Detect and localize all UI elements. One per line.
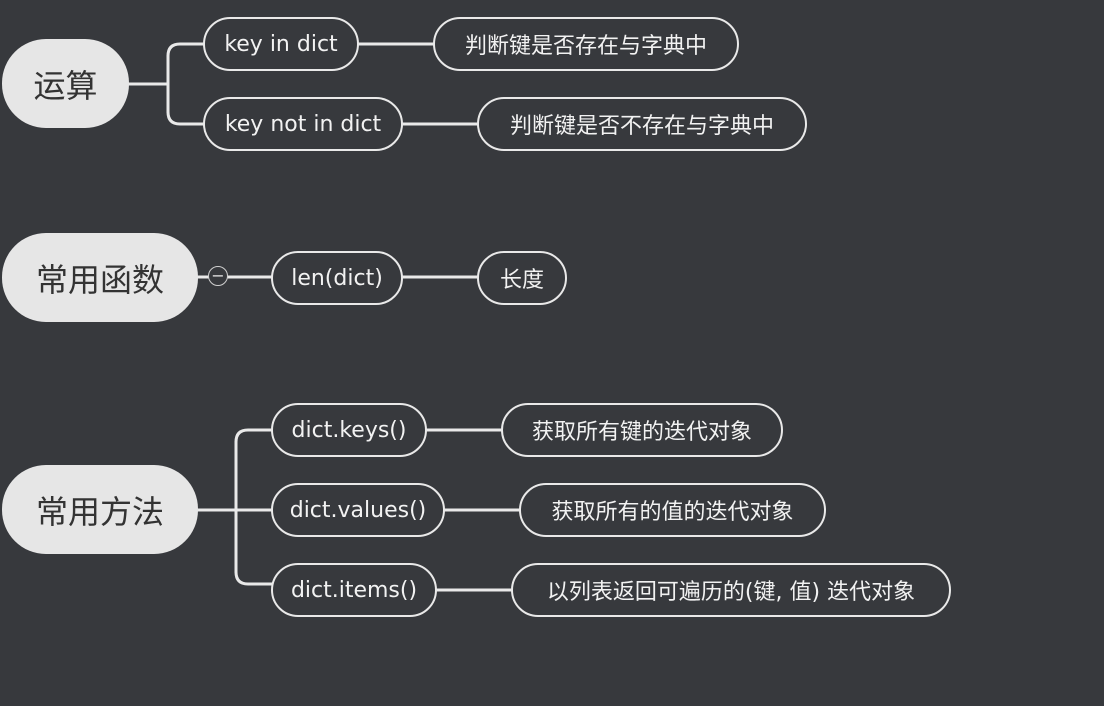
topic-common-functions[interactable]: 常用函数 xyxy=(2,233,198,322)
desc-dict-keys[interactable]: 获取所有键的迭代对象 xyxy=(501,403,783,457)
node-key-in-dict[interactable]: key in dict xyxy=(203,17,359,71)
desc-dict-items[interactable]: 以列表返回可遍历的(键, 值) 迭代对象 xyxy=(511,563,951,617)
desc-len-dict[interactable]: 长度 xyxy=(477,251,567,305)
desc-key-in-dict[interactable]: 判断键是否存在与字典中 xyxy=(433,17,739,71)
node-dict-items[interactable]: dict.items() xyxy=(271,563,437,617)
topic-common-methods[interactable]: 常用方法 xyxy=(2,465,198,554)
node-key-not-in-dict[interactable]: key not in dict xyxy=(203,97,403,151)
node-len-dict[interactable]: len(dict) xyxy=(271,251,403,305)
collapse-toggle-icon[interactable]: − xyxy=(208,266,228,286)
node-dict-keys[interactable]: dict.keys() xyxy=(271,403,427,457)
topic-operations[interactable]: 运算 xyxy=(2,39,129,128)
desc-key-not-in-dict[interactable]: 判断键是否不存在与字典中 xyxy=(477,97,807,151)
desc-dict-values[interactable]: 获取所有的值的迭代对象 xyxy=(519,483,826,537)
node-dict-values[interactable]: dict.values() xyxy=(271,483,445,537)
